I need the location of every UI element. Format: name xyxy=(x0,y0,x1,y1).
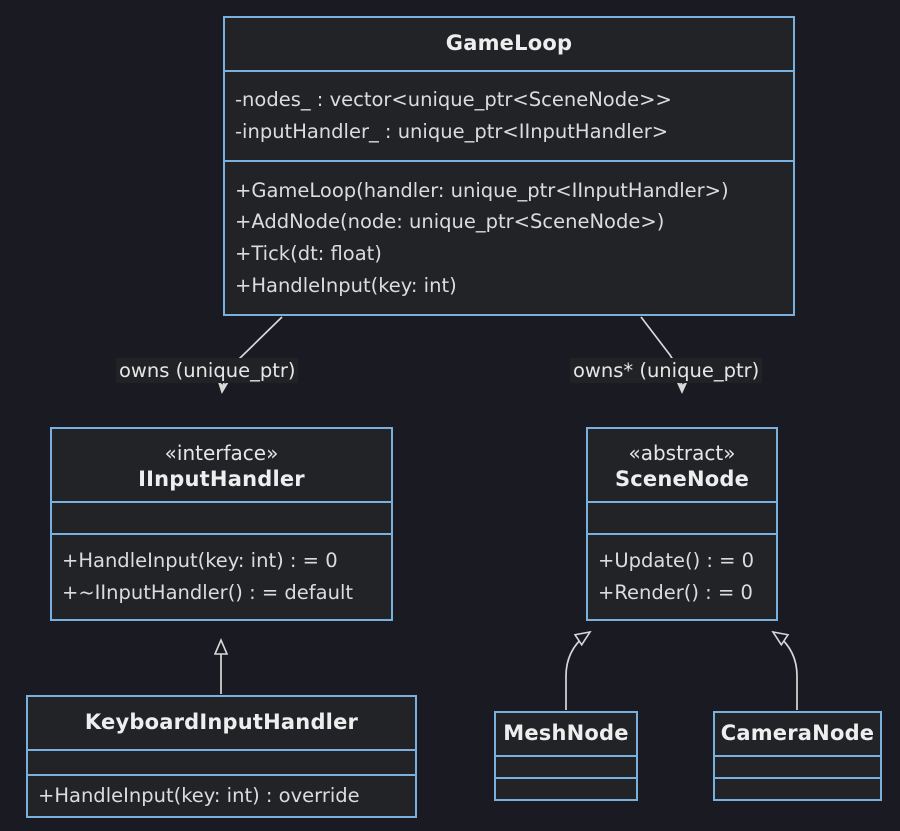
class-name-scenenode: SceneNode xyxy=(614,467,750,492)
class-methods-gameloop: +GameLoop(handler: unique_ptr<IInputHand… xyxy=(225,160,793,314)
class-methods-scenenode: +Update() : = 0 +Render() : = 0 xyxy=(588,533,776,619)
class-attributes-scenenode xyxy=(588,501,776,533)
class-name-gameloop: GameLoop xyxy=(445,31,573,56)
class-header-scenenode: «abstract» SceneNode xyxy=(588,429,776,501)
class-attributes-iinputhandler xyxy=(52,501,391,533)
class-header-meshnode: MeshNode xyxy=(496,713,636,755)
class-attributes-meshnode xyxy=(496,755,636,777)
attribute-row: -nodes_ : vector<unique_ptr<SceneNode>> xyxy=(235,88,672,112)
method-row: +AddNode(node: unique_ptr<SceneNode>) xyxy=(235,210,665,234)
class-name-meshnode: MeshNode xyxy=(503,721,629,746)
class-methods-cameranode xyxy=(715,777,880,799)
method-row: +Tick(dt: float) xyxy=(235,242,382,265)
class-attributes-gameloop: -nodes_ : vector<unique_ptr<SceneNode>> … xyxy=(225,70,793,160)
class-name-cameranode: CameraNode xyxy=(720,721,875,746)
class-name-keyboardinputhandler: KeyboardInputHandler xyxy=(84,710,359,735)
method-row: +HandleInput(key: int) xyxy=(235,273,457,297)
method-row: +Update() : = 0 xyxy=(598,549,755,573)
method-row: +HandleInput(key: int) : override xyxy=(38,784,360,808)
class-box-meshnode[interactable]: MeshNode xyxy=(494,711,638,801)
edge-label-owns-scenenode: owns* (unique_ptr) xyxy=(570,358,763,384)
class-methods-keyboardinputhandler: +HandleInput(key: int) : override xyxy=(28,774,415,816)
class-header-keyboardinputhandler: KeyboardInputHandler xyxy=(28,697,415,749)
class-box-gameloop[interactable]: GameLoop -nodes_ : vector<unique_ptr<Sce… xyxy=(223,16,795,316)
class-box-iinputhandler[interactable]: «interface» IInputHandler +HandleInput(k… xyxy=(50,427,393,621)
edge-mesh-extends xyxy=(565,632,590,710)
class-header-cameranode: CameraNode xyxy=(715,713,880,755)
class-stereotype-scenenode: «abstract» xyxy=(628,440,736,465)
class-box-cameranode[interactable]: CameraNode xyxy=(713,711,882,801)
method-row: +HandleInput(key: int) : = 0 xyxy=(62,549,338,573)
method-row: +GameLoop(handler: unique_ptr<IInputHand… xyxy=(235,178,729,202)
edge-label-owns-inputhandler: owns (unique_ptr) xyxy=(116,358,299,384)
edge-camera-extends xyxy=(773,632,798,710)
class-box-scenenode[interactable]: «abstract» SceneNode +Update() : = 0 +Re… xyxy=(586,427,778,621)
class-attributes-keyboardinputhandler xyxy=(28,749,415,774)
class-attributes-cameranode xyxy=(715,755,880,777)
class-header-iinputhandler: «interface» IInputHandler xyxy=(52,429,391,501)
class-methods-meshnode xyxy=(496,777,636,799)
method-row: +~IInputHandler() : = default xyxy=(62,581,354,604)
class-box-keyboardinputhandler[interactable]: KeyboardInputHandler +HandleInput(key: i… xyxy=(26,695,417,818)
class-stereotype-iinputhandler: «interface» xyxy=(164,440,279,465)
method-row: +Render() : = 0 xyxy=(598,581,753,604)
attribute-row: -inputHandler_ : unique_ptr<IInputHandle… xyxy=(235,120,669,143)
class-header-gameloop: GameLoop xyxy=(225,18,793,70)
class-methods-iinputhandler: +HandleInput(key: int) : = 0 +~IInputHan… xyxy=(52,533,391,619)
class-name-iinputhandler: IInputHandler xyxy=(138,467,305,492)
